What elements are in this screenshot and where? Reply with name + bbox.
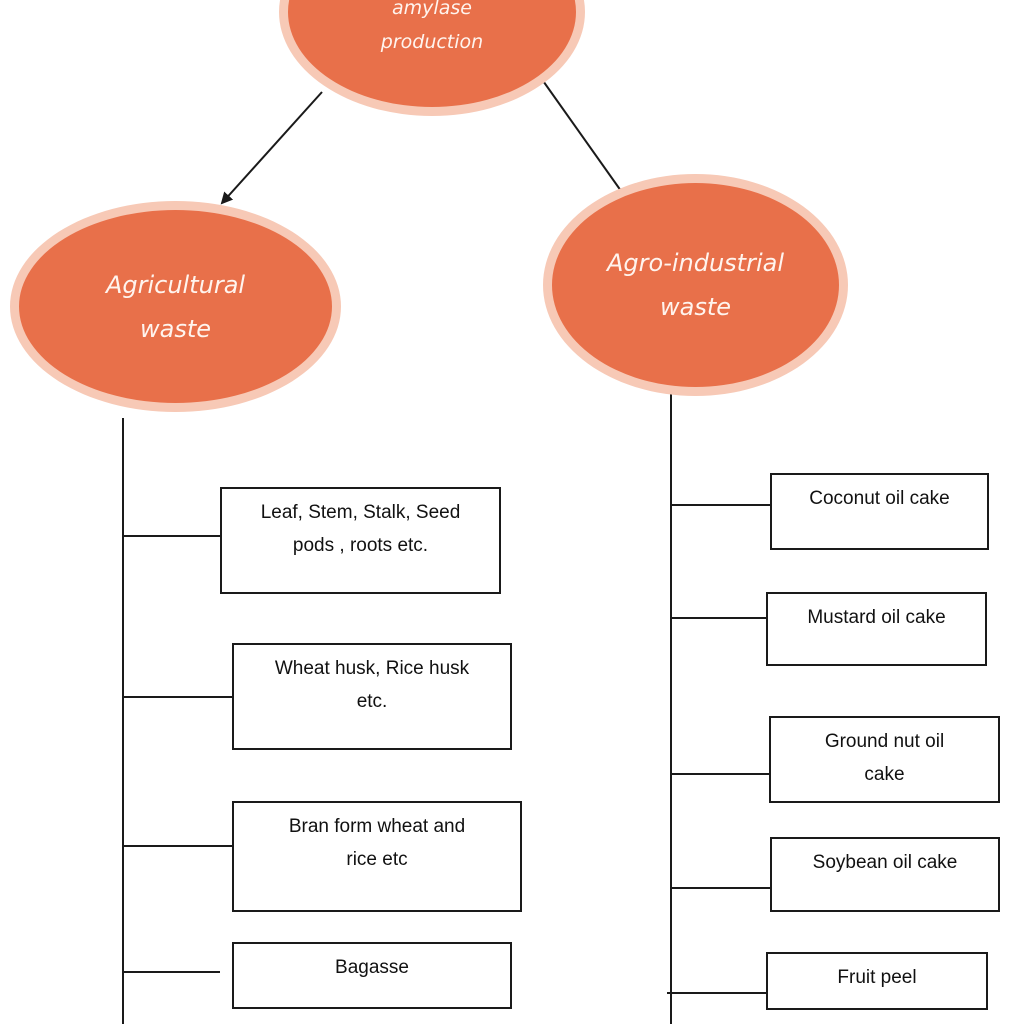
item-label-bagasse: Bagasse (335, 957, 409, 978)
item-box-soybean-oil-cake: Soybean oil cake (770, 837, 1000, 912)
item-box-bran: Bran form wheat and rice etc (232, 801, 522, 912)
item-box-ground-nut-oil-cake: Ground nut oil cake (769, 716, 1000, 803)
agro-industrial-waste-label: Agro-industrial waste (606, 249, 784, 321)
root-node-label: amylase production (380, 0, 484, 53)
item-label-mustard-oil-cake: Mustard oil cake (807, 607, 946, 628)
item-box-mustard-oil-cake: Mustard oil cake (766, 592, 987, 666)
item-label-wheat-rice-husk: Wheat husk, Rice husk etc. (274, 658, 470, 712)
agricultural-waste-node: Agricultural waste (10, 201, 341, 412)
arrow-to-agro-industrial-waste (540, 77, 633, 207)
item-box-wheat-rice-husk: Wheat husk, Rice husk etc. (232, 643, 512, 750)
item-label-ground-nut-oil-cake: Ground nut oil cake (824, 731, 945, 785)
item-box-bagasse: Bagasse (232, 942, 512, 1009)
item-label-leaf-stem-stalk: Leaf, Stem, Stalk, Seed pods , roots etc… (260, 502, 461, 556)
item-label-soybean-oil-cake: Soybean oil cake (812, 852, 958, 873)
item-label-fruit-peel: Fruit peel (837, 967, 917, 988)
item-box-fruit-peel: Fruit peel (766, 952, 988, 1010)
arrow-to-agricultural-waste (220, 91, 323, 205)
agricultural-waste-label: Agricultural waste (105, 270, 246, 343)
item-label-coconut-oil-cake: Coconut oil cake (809, 488, 950, 509)
item-box-coconut-oil-cake: Coconut oil cake (770, 473, 989, 550)
item-label-bran: Bran form wheat and rice etc (288, 816, 466, 870)
item-box-leaf-stem-stalk: Leaf, Stem, Stalk, Seed pods , roots etc… (220, 487, 501, 594)
agro-industrial-waste-node: Agro-industrial waste (543, 174, 848, 396)
